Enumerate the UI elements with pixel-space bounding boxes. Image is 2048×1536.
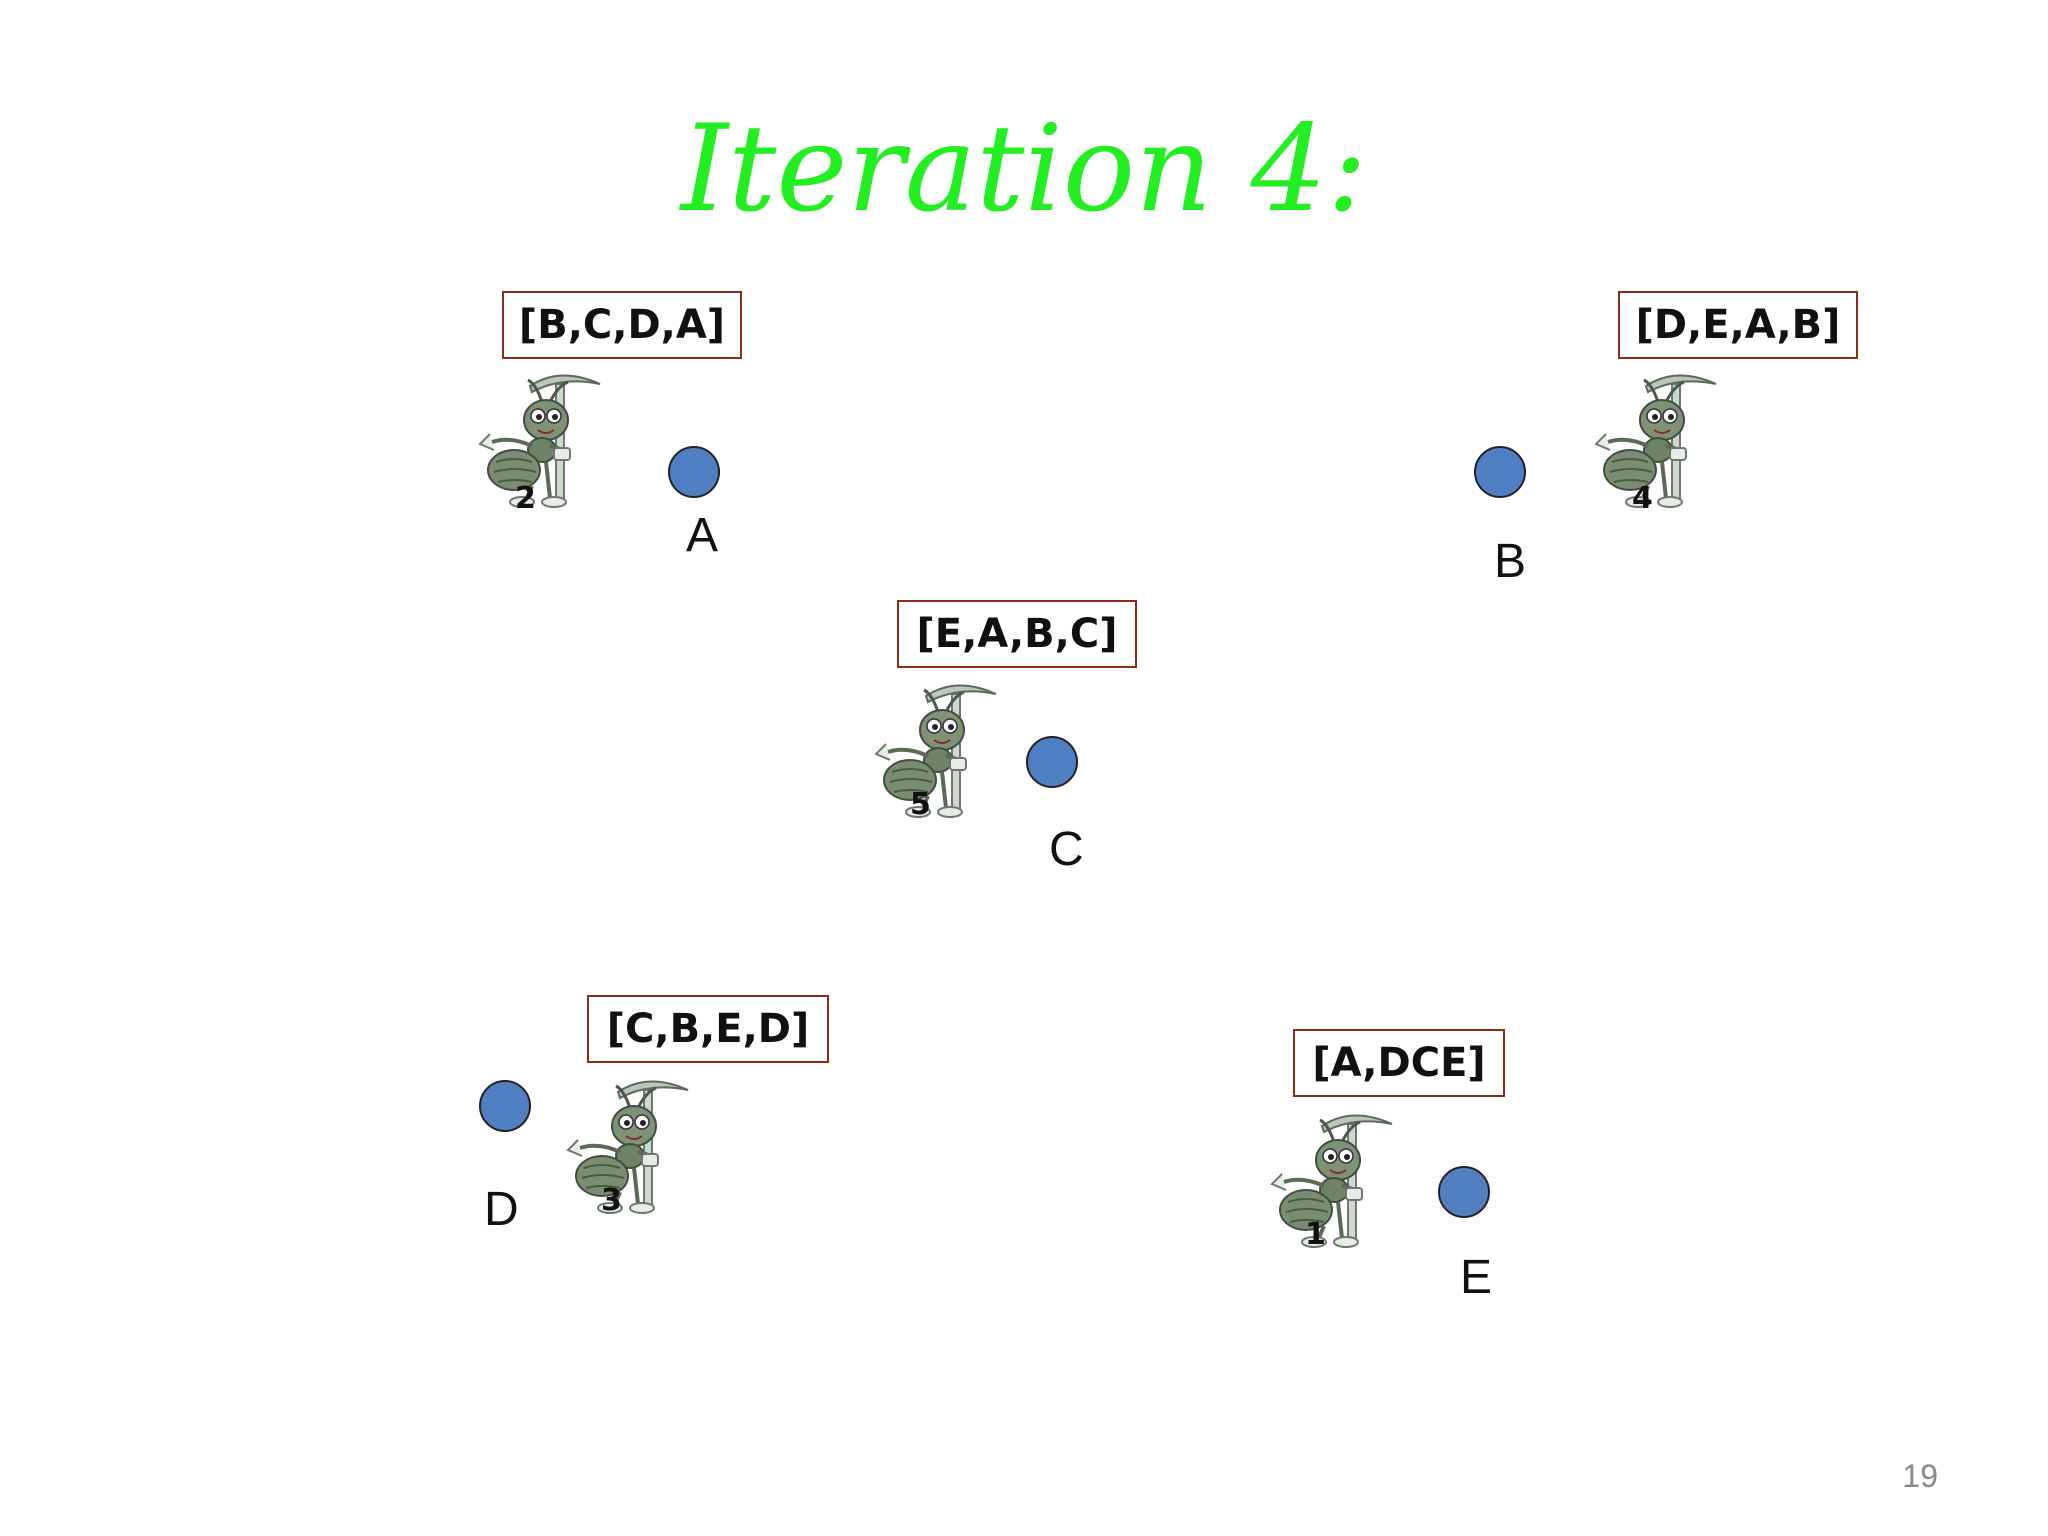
ant-number-3: 3 <box>601 1183 622 1218</box>
node-label-d: D <box>484 1183 519 1236</box>
node-b[interactable] <box>1474 446 1526 498</box>
tour-box-ant-5: [E,A,B,C] <box>897 600 1137 668</box>
node-d[interactable] <box>479 1080 531 1132</box>
ant-icon <box>1586 362 1736 512</box>
node-c[interactable] <box>1026 736 1078 788</box>
node-label-c: C <box>1049 823 1084 876</box>
ant-icon <box>866 672 1016 822</box>
ant-number-5: 5 <box>910 787 931 822</box>
ant-icon <box>1262 1102 1412 1252</box>
node-label-b: B <box>1494 535 1527 588</box>
tour-box-ant-4: [D,E,A,B] <box>1618 291 1858 359</box>
slide-title: Iteration 4: <box>680 100 1368 239</box>
ant-icon <box>470 362 620 512</box>
ant-number-2: 2 <box>515 481 536 516</box>
ant-icon <box>558 1068 708 1218</box>
tour-box-ant-1: [A,DCE] <box>1293 1029 1505 1097</box>
node-a[interactable] <box>668 446 720 498</box>
ant-number-1: 1 <box>1305 1217 1326 1252</box>
page-number: 19 <box>1902 1458 1938 1494</box>
ant-number-4: 4 <box>1632 481 1653 516</box>
node-e[interactable] <box>1438 1166 1490 1218</box>
tour-box-ant-3: [C,B,E,D] <box>587 995 829 1063</box>
node-label-e: E <box>1460 1251 1493 1304</box>
node-label-a: A <box>686 509 719 562</box>
tour-box-ant-2: [B,C,D,A] <box>502 291 742 359</box>
